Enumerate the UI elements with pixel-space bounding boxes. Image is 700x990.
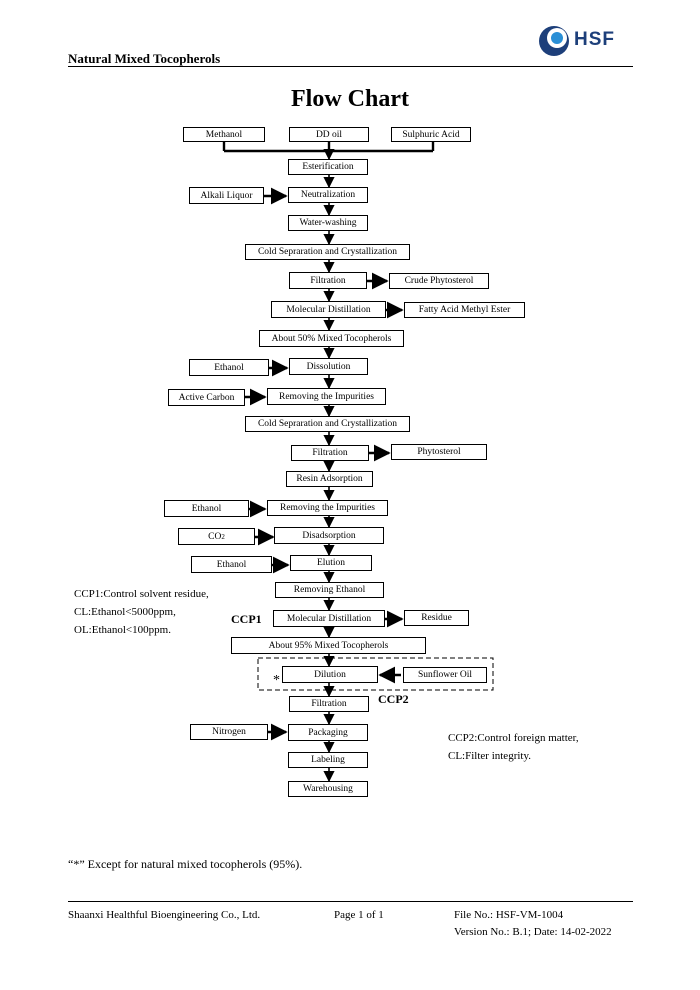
- box-cold-separation-2: Cold Sepraration and Crystallization: [245, 416, 410, 432]
- top-input-connectors: [222, 141, 435, 153]
- box-molecular-distillation-1: Molecular Distillation: [271, 301, 386, 318]
- box-packaging: Packaging: [288, 724, 368, 741]
- hsf-logo-icon: [539, 26, 569, 56]
- ccp2-dashed-region: [257, 657, 494, 691]
- box-dissolution: Dissolution: [289, 358, 368, 375]
- header-divider: [68, 66, 633, 67]
- box-elution: Elution: [290, 555, 372, 571]
- box-filtration-3: Filtration: [289, 696, 369, 712]
- box-about-50-percent: About 50% Mixed Tocopherols: [259, 330, 404, 347]
- box-active-carbon: Active Carbon: [168, 389, 245, 406]
- box-cold-separation-1: Cold Sepraration and Crystallization: [245, 244, 410, 260]
- box-filtration-1: Filtration: [289, 272, 367, 289]
- ccp1-label: CCP1: [231, 612, 262, 626]
- box-sulphuric-acid: Sulphuric Acid: [391, 127, 471, 142]
- box-fatty-acid-methyl-ester: Fatty Acid Methyl Ester: [404, 302, 525, 318]
- box-ethanol-1: Ethanol: [189, 359, 269, 376]
- ccp2-line-1: CCP2:Control foreign matter,: [448, 732, 579, 744]
- box-about-95-percent: About 95% Mixed Tocopherols: [231, 637, 426, 654]
- side-flow-arrows: [245, 187, 404, 741]
- ccp1-line-1: CCP1:Control solvent residue,: [74, 588, 209, 600]
- logo-text: HSF: [574, 29, 615, 50]
- box-ethanol-3: Ethanol: [191, 556, 272, 573]
- ccp1-notes: CCP1:Control solvent residue, CL:Ethanol…: [74, 585, 209, 639]
- footer-page: Page 1 of 1: [334, 909, 384, 921]
- ccp2-notes: CCP2:Control foreign matter, CL:Filter i…: [448, 729, 579, 765]
- box-residue: Residue: [404, 610, 469, 626]
- ccp2-label: CCP2: [378, 692, 409, 706]
- box-methanol: Methanol: [183, 127, 265, 142]
- box-resin-adsorption: Resin Adsorption: [286, 471, 373, 487]
- box-dd-oil: DD oil: [289, 127, 369, 142]
- box-alkali-liquor: Alkali Liquor: [189, 187, 264, 204]
- box-water-washing: Water-washing: [288, 215, 368, 231]
- box-removing-impurities-2: Removing the Impurities: [267, 500, 388, 516]
- box-removing-impurities-1: Removing the Impurities: [267, 388, 386, 405]
- box-labeling: Labeling: [288, 752, 368, 768]
- box-sunflower-oil: Sunflower Oil: [403, 667, 487, 683]
- footer-divider: [68, 901, 633, 902]
- footer-file-no: File No.: HSF-VM-1004: [454, 909, 564, 921]
- star-marker: *: [273, 673, 280, 688]
- co2-text: CO: [208, 531, 222, 542]
- document-title: Natural Mixed Tocopherols: [68, 51, 221, 66]
- box-disadsorption: Disadsorption: [274, 527, 384, 544]
- box-nitrogen: Nitrogen: [190, 724, 268, 740]
- box-neutralization: Neutralization: [288, 187, 368, 203]
- footnote: “*” Except for natural mixed tocopherols…: [68, 857, 303, 871]
- ccp2-line-2: CL:Filter integrity.: [448, 750, 531, 762]
- box-esterification: Esterification: [288, 159, 368, 175]
- footer-company: Shaanxi Healthful Bioengineering Co., Lt…: [68, 909, 261, 921]
- box-molecular-distillation-2: Molecular Distillation: [273, 610, 385, 627]
- box-filtration-2: Filtration: [291, 445, 369, 461]
- box-removing-ethanol: Removing Ethanol: [275, 582, 384, 598]
- box-crude-phytosterol: Crude Phytosterol: [389, 273, 489, 289]
- co2-subscript: 2: [221, 533, 225, 541]
- ccp1-line-2: CL:Ethanol<5000ppm,: [74, 606, 176, 618]
- footer-version: Version No.: B.1; Date: 14-02-2022: [454, 926, 612, 938]
- box-ethanol-2: Ethanol: [164, 500, 249, 517]
- box-warehousing: Warehousing: [288, 781, 368, 797]
- box-dilution: Dilution: [282, 666, 378, 683]
- ccp1-line-3: OL:Ethanol<100ppm.: [74, 624, 171, 636]
- box-phytosterol: Phytosterol: [391, 444, 487, 460]
- page-title: Flow Chart: [291, 86, 409, 112]
